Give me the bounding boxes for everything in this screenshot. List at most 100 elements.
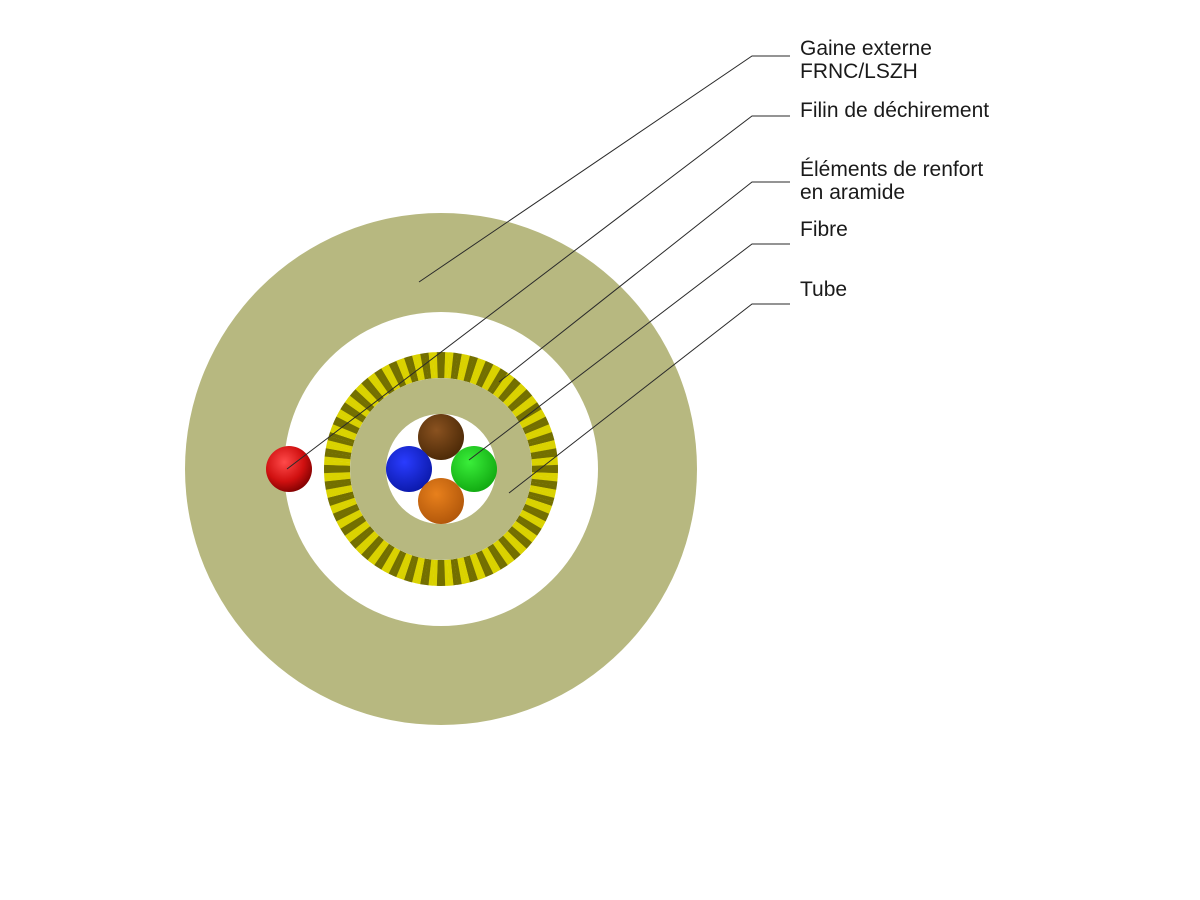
- aramid-segment: [324, 468, 351, 474]
- aramid-segment: [478, 550, 494, 576]
- aramid-segment: [364, 537, 384, 561]
- aramid-segment: [331, 424, 357, 438]
- aramid-segment: [325, 484, 353, 494]
- aramid-segment: [324, 456, 351, 463]
- aramid-segment: [475, 360, 490, 387]
- fiber-blue: [386, 446, 432, 492]
- aramid-segment: [453, 558, 462, 585]
- aramid-segment: [347, 523, 371, 543]
- aramid-segment: [525, 424, 551, 438]
- aramid-segment: [502, 533, 524, 555]
- aramid-segment: [370, 372, 390, 397]
- aramid-segment: [374, 370, 392, 395]
- aramid-segment: [497, 537, 518, 561]
- aramid-segment: [507, 528, 530, 549]
- leader-line-outer-jacket: [418, 55, 790, 283]
- aramid-segment: [332, 420, 359, 435]
- aramid-segment: [325, 443, 353, 453]
- aramid-segment: [495, 539, 515, 563]
- aramid-segment: [336, 509, 362, 526]
- aramid-segment: [334, 506, 360, 522]
- aramid-segment: [529, 440, 556, 450]
- aramid-segment: [399, 554, 413, 581]
- aramid-segment: [324, 472, 351, 478]
- aramid-segment: [424, 352, 432, 379]
- aramid-segment: [472, 359, 486, 385]
- aramid-segment: [490, 370, 508, 395]
- aramid-segment: [505, 531, 527, 552]
- aramid-segment: [466, 356, 479, 383]
- aramid-segment: [327, 435, 354, 447]
- aramid-segment: [447, 352, 454, 379]
- aramid-segment: [367, 375, 387, 399]
- aramid-segment: [336, 412, 362, 429]
- fiber-orange: [418, 478, 464, 524]
- aramid-segment: [412, 354, 422, 381]
- aramid-segment: [325, 481, 352, 490]
- aramid-segment: [355, 386, 377, 407]
- aramid-segment: [498, 377, 518, 401]
- aramid-segment: [515, 518, 540, 536]
- aramid-segment: [352, 528, 375, 549]
- aramid-segment: [513, 520, 538, 540]
- aramid-segment: [424, 559, 432, 586]
- aramid-segment: [344, 398, 369, 418]
- aramid-segment: [338, 409, 363, 426]
- aramid-segment: [436, 559, 441, 586]
- aramid-segment: [519, 409, 544, 426]
- aramid-segment: [377, 545, 395, 570]
- aramid-segment: [475, 551, 490, 578]
- aramid-segment: [420, 353, 429, 380]
- aramid-segment: [469, 554, 482, 581]
- aramid-segment: [466, 555, 478, 582]
- aramid-segment: [416, 353, 426, 381]
- aramid-segment: [509, 526, 533, 546]
- aramid-segment: [355, 530, 377, 552]
- aramid-segment: [500, 535, 521, 558]
- leader-line-rip-cord: [286, 115, 790, 470]
- aramid-segment: [432, 559, 438, 586]
- aramid-segment: [450, 352, 458, 379]
- leader-line-fiber: [468, 243, 790, 461]
- label-tube: Tube: [800, 278, 847, 301]
- aramid-segment: [332, 503, 359, 518]
- aramid-segment: [428, 559, 435, 586]
- aramid-segment: [349, 392, 373, 412]
- aramid-segment: [478, 362, 494, 388]
- aramid-segment: [364, 377, 385, 401]
- aramid-segment: [388, 550, 404, 576]
- aramid-segment: [441, 351, 446, 379]
- aramid-segment: [460, 354, 471, 381]
- tube-core: [386, 414, 496, 524]
- rip-cord: [266, 446, 312, 492]
- aramid-segment: [419, 558, 429, 585]
- aramid-segment: [324, 452, 351, 460]
- aramid-segment: [329, 497, 356, 510]
- aramid-segment: [509, 392, 533, 413]
- aramid-segment: [396, 553, 410, 579]
- aramid-segment: [463, 556, 474, 583]
- aramid-segment: [528, 491, 555, 503]
- aramid-segment: [374, 543, 392, 568]
- aramid-segment: [530, 448, 557, 457]
- aramid-segment: [342, 518, 367, 536]
- aramid-segment: [326, 488, 353, 498]
- aramid-segment: [432, 352, 438, 379]
- aramid-segment: [326, 439, 353, 450]
- aramid-segment: [392, 551, 407, 578]
- aramid-segment: [529, 444, 557, 454]
- aramid-segment: [349, 525, 373, 546]
- aramid-segment: [361, 380, 382, 403]
- aramid-segment: [520, 509, 546, 526]
- aramid-segment: [388, 362, 404, 388]
- aramid-segment: [528, 436, 555, 447]
- aramid-segment: [530, 481, 557, 491]
- aramid-segment: [523, 420, 550, 435]
- aramid-segment: [453, 353, 463, 380]
- aramid-segment: [327, 491, 354, 502]
- label-aramid-line2: en aramide: [800, 181, 905, 204]
- aramid-segment: [531, 460, 558, 466]
- aramid-ring: [324, 351, 558, 586]
- leader-line-aramid: [498, 181, 790, 383]
